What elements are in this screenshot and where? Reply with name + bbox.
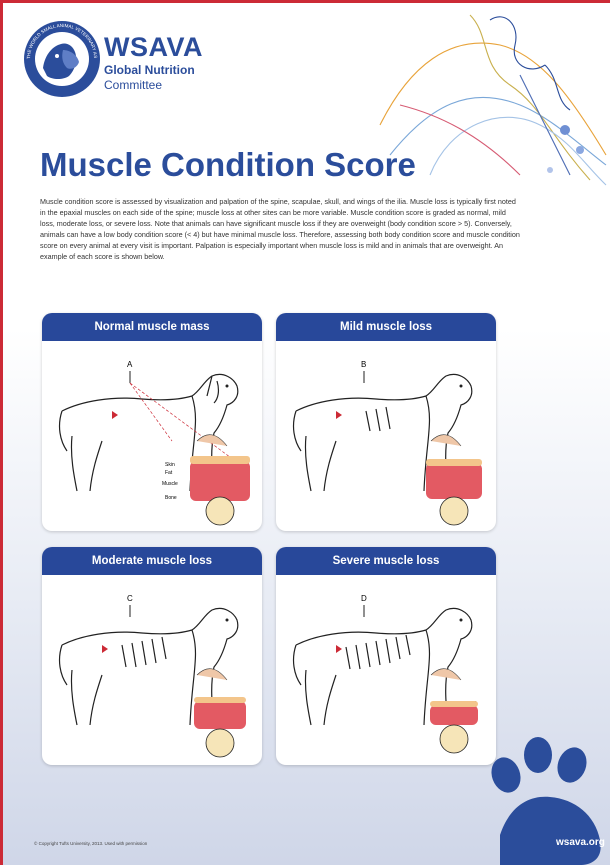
label-muscle: Muscle: [162, 481, 178, 487]
org-name: WSAVA: [104, 32, 203, 62]
card-title: Normal muscle mass: [42, 313, 262, 341]
committee-line2: Committee: [104, 78, 163, 92]
label-bone: Bone: [165, 495, 177, 501]
score-letter: A: [127, 360, 133, 369]
label-fat: Fat: [165, 470, 173, 476]
card-mild-muscle-loss: Mild muscle loss B B: [276, 313, 496, 531]
copyright-text: © Copyright Tufts University, 2013. Used…: [34, 841, 148, 846]
paw-print-icon: [491, 737, 601, 865]
card-moderate-muscle-loss: Moderate muscle loss C C: [42, 547, 262, 765]
committee-line1: Global Nutrition: [104, 63, 195, 77]
intro-paragraph: Muscle condition score is assessed by vi…: [40, 197, 520, 261]
dog-illustration: D D: [292, 594, 478, 754]
card-title: Severe muscle loss: [276, 547, 496, 575]
dog-illustration: C C: [58, 594, 246, 758]
card-normal-muscle: Normal muscle mass A A Skin Fat Muscle B…: [42, 313, 262, 531]
card-severe-muscle-loss: Severe muscle loss D D: [276, 547, 496, 765]
score-letter: C: [127, 594, 133, 603]
card-title: Moderate muscle loss: [42, 547, 262, 575]
wsava-logo: THE WORLD SMALL ANIMAL VETERINARY ASSOCI…: [23, 20, 100, 97]
card-title: Mild muscle loss: [276, 313, 496, 341]
score-letter: D: [361, 594, 367, 603]
dog-illustration: B B: [292, 360, 482, 526]
decorative-cat-dog-lines: [379, 14, 607, 186]
label-skin: Skin: [165, 462, 175, 468]
site-url[interactable]: wsava.org: [556, 837, 605, 848]
score-letter: B: [361, 360, 366, 369]
page-title: Muscle Condition Score: [40, 146, 416, 183]
dog-illustration: A A Skin Fat Muscle Bone: [58, 360, 250, 526]
